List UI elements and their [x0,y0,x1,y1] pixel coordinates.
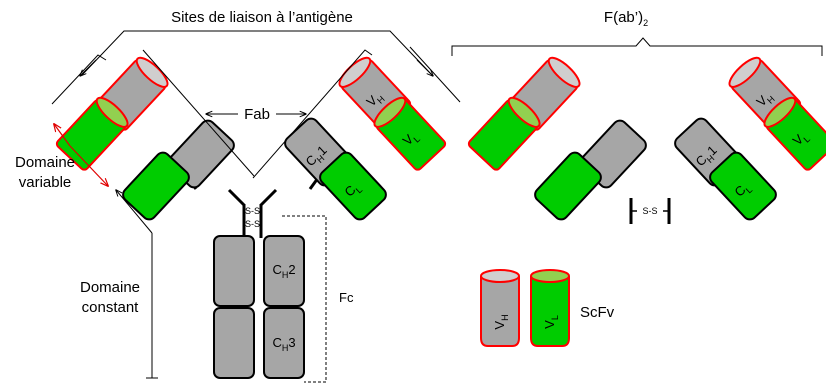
antigen-sites-label: Sites de liaison à l’antigène [171,9,353,26]
fab-annotation: Fab [206,106,306,123]
scfv-vh-label: VH [492,314,510,329]
variable-domain-annotation: Domaine variable [15,124,108,191]
variable-domain-label-2: variable [19,174,72,191]
left-ch2-domain [213,235,255,307]
igg-left-fab [55,56,235,221]
variable-domain-label-1: Domaine [15,154,75,171]
left-ch3-domain [213,307,255,379]
right-ch2-domain [263,235,305,307]
ch2-label: CH2 [272,262,295,280]
left-cl-domain [122,151,190,221]
constant-domain-label-2: constant [82,299,140,316]
right-cl-domain: CL [319,151,387,221]
fab2-left-cl-domain [534,151,602,221]
scfv-vl-domain: VL [530,269,570,347]
constant-domain-annotation: Domaine constant [80,190,158,379]
disulfide-label-1: S-S [245,206,260,216]
scfv-label: ScFv [580,304,615,321]
antigen-sites-bracket: Sites de liaison à l’antigène [51,9,461,179]
fab2-hinge: S-S [629,198,671,224]
fc-label: Fc [339,290,354,305]
igg-hinge: S-S S-S [186,177,320,238]
disulfide-label-2: S-S [245,219,260,229]
igg-right-fab: VH VL CH1 CL [284,56,447,221]
fab2-left-fab [467,56,647,221]
fab-label: Fab [244,106,270,123]
constant-domain-label-1: Domaine [80,279,140,296]
fab2-right-cl-domain: CL [709,151,777,221]
left-vl-domain [55,96,129,171]
fc-bracket: Fc [282,215,354,383]
fab2-left-vl-domain [467,96,541,171]
ch3-label: CH3 [272,335,295,353]
fab2-bracket: F(ab’)2 [451,9,823,56]
fab2-right-vl-domain: VL [763,96,826,171]
scfv-vl-label: VL [542,315,560,329]
scfv-vh-domain: VH [480,269,520,347]
igg-fc: CH2 CH3 [213,235,305,379]
right-ch3-domain [263,307,305,379]
right-vl-domain: VL [373,96,447,171]
scfv: VH VL ScFv [480,269,615,347]
fab2-right-fab: VH VL CH1 CL [674,56,826,221]
fab2-disulfide-label: S-S [642,206,657,216]
fab2-label: F(ab’)2 [604,9,648,28]
